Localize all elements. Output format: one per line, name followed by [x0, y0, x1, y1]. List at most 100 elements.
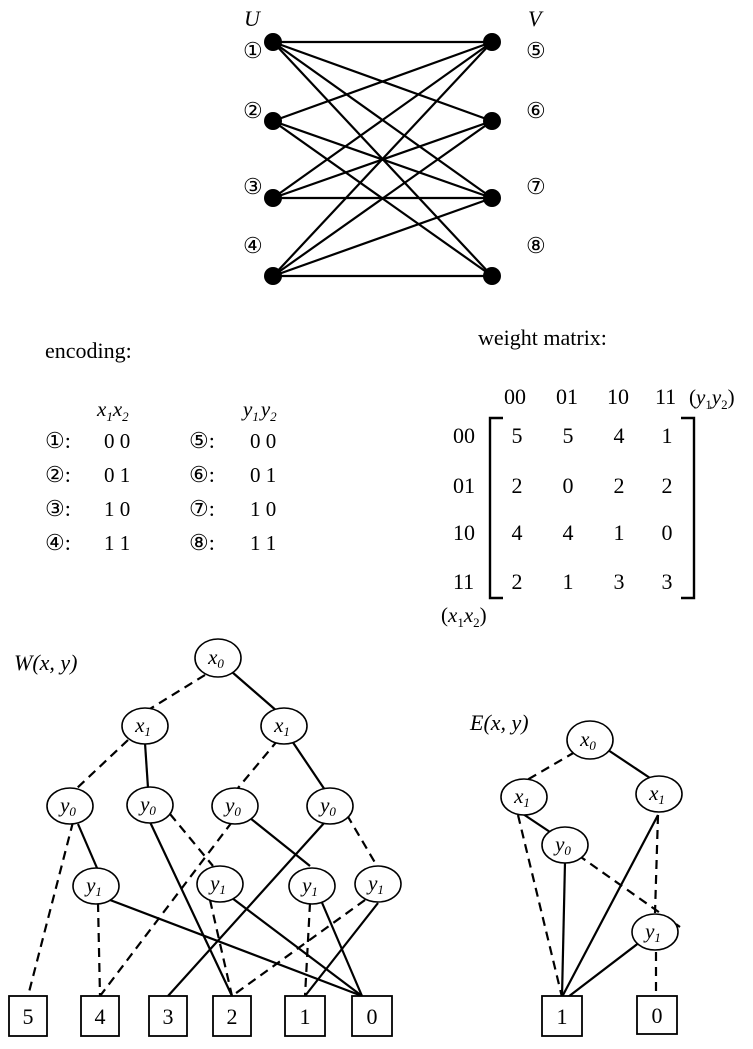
- matrix-col-header: 10: [607, 384, 629, 409]
- encoding-left-code: 0 0: [104, 429, 130, 453]
- vertex-v7: [483, 189, 501, 207]
- svg-text:1: 1: [557, 1004, 568, 1029]
- e-diagram-label: E(x, y): [469, 710, 529, 735]
- svg-text:x1: x1: [648, 781, 665, 807]
- w-node: y0: [211, 787, 259, 825]
- w-diagram-edges: [26, 671, 379, 998]
- matrix-cell: 2: [512, 569, 523, 594]
- svg-text:0: 0: [367, 1004, 378, 1029]
- e-node: y0: [541, 826, 589, 864]
- svg-text:y0: y0: [318, 793, 336, 819]
- matrix-col-header: 01: [556, 384, 578, 409]
- w-edge: [109, 898, 363, 998]
- edge-3-5: [272, 41, 493, 199]
- matrix-cell: 0: [563, 473, 574, 498]
- matrix-cell: 3: [614, 569, 625, 594]
- edge-4-6: [272, 120, 493, 277]
- e-edge: [516, 814, 564, 998]
- w-edge: [237, 739, 279, 789]
- w-node: y0: [126, 786, 174, 824]
- encoding-right-node: ⑧:: [189, 530, 215, 555]
- matrix-right-bracket: [681, 416, 696, 600]
- w-edge: [74, 739, 129, 791]
- encoding-right-code: 0 1: [250, 463, 276, 487]
- svg-text:y1: y1: [643, 919, 661, 945]
- w-terminal: 5: [8, 995, 48, 1037]
- w-node: x1: [260, 707, 308, 745]
- vertex-label-u1: ①: [243, 38, 263, 63]
- encoding-right-node: ⑤:: [189, 428, 215, 453]
- encoding-right-node: ⑦:: [189, 496, 215, 521]
- w-diagram-label: W(x, y): [14, 650, 78, 675]
- vertex-label-u4: ④: [243, 233, 263, 258]
- encoding-left-header: x1x2: [96, 397, 129, 424]
- matrix-col-header: 00: [504, 384, 526, 409]
- w-edge: [231, 897, 363, 997]
- w-terminal: 3: [148, 995, 188, 1037]
- e-node: x1: [635, 775, 683, 813]
- vertex-u2: [264, 112, 282, 130]
- svg-text:y1: y1: [208, 871, 226, 897]
- svg-text:y1: y1: [84, 873, 102, 899]
- w-terminal: 4: [80, 995, 120, 1037]
- e-edge: [653, 814, 660, 914]
- e-edge: [567, 941, 641, 998]
- vertex-v6: [483, 112, 501, 130]
- w-edge: [99, 821, 233, 997]
- vertex-label-v8: ⑧: [526, 233, 546, 258]
- w-edge: [143, 742, 150, 789]
- w-node: y1: [196, 865, 244, 903]
- set-label-v: V: [528, 6, 544, 31]
- svg-text:y1: y1: [300, 873, 318, 899]
- vertex-u4: [264, 267, 282, 285]
- svg-text:x1: x1: [134, 713, 151, 739]
- w-node: y0: [46, 787, 94, 825]
- encoding-right-code: 1 0: [250, 497, 276, 521]
- weight-matrix-title: weight matrix:: [478, 325, 607, 350]
- edge-2-5: [272, 40, 493, 123]
- encoding-left-node: ③:: [45, 496, 71, 521]
- w-edge: [291, 740, 326, 791]
- encoding-left-code: 0 1: [104, 463, 130, 487]
- svg-text:x1: x1: [513, 784, 530, 810]
- w-edge: [96, 902, 102, 997]
- w-edge: [231, 899, 366, 997]
- encoding-title: encoding:: [45, 338, 132, 363]
- e-edge: [561, 814, 659, 998]
- e-edge: [577, 854, 681, 928]
- svg-text:4: 4: [95, 1004, 106, 1029]
- e-decision-diagram: E(x, y) x0 x1 x1 y0: [469, 710, 683, 1037]
- e-terminal: 0: [636, 995, 678, 1035]
- e-edge: [604, 747, 651, 779]
- svg-text:x1: x1: [273, 713, 290, 739]
- w-edge: [76, 823, 99, 869]
- w-edge: [169, 813, 214, 867]
- encoding-right-code: 0 0: [250, 429, 276, 453]
- svg-text:y0: y0: [553, 832, 571, 858]
- w-terminal: 0: [351, 995, 393, 1037]
- matrix-cell: 1: [563, 569, 574, 594]
- w-node: y1: [288, 867, 336, 905]
- w-node: x0: [194, 638, 242, 678]
- matrix-cell: 0: [662, 520, 673, 545]
- matrix-row-axis-label: (x1x2): [441, 603, 487, 630]
- encoding-right-code: 1 1: [250, 531, 276, 555]
- matrix-row-header: 01: [453, 473, 475, 498]
- e-edge: [560, 861, 567, 998]
- w-edge: [208, 899, 234, 997]
- w-edge: [149, 821, 233, 997]
- matrix-cell: 5: [512, 423, 523, 448]
- vertex-label-v6: ⑥: [526, 98, 546, 123]
- matrix-col-axis-label: (y1y2): [689, 385, 735, 412]
- matrix-col-header: 11: [655, 384, 676, 409]
- w-edge: [249, 817, 311, 867]
- svg-text:2: 2: [227, 1004, 238, 1029]
- matrix-row-header: 00: [453, 423, 475, 448]
- set-label-u: U: [244, 6, 262, 31]
- w-node: y1: [72, 867, 120, 905]
- e-node: y1: [631, 913, 679, 951]
- edge-4-7: [272, 196, 493, 278]
- vertex-label-u3: ③: [243, 174, 263, 199]
- w-edge: [26, 821, 75, 997]
- w-edge: [231, 671, 279, 713]
